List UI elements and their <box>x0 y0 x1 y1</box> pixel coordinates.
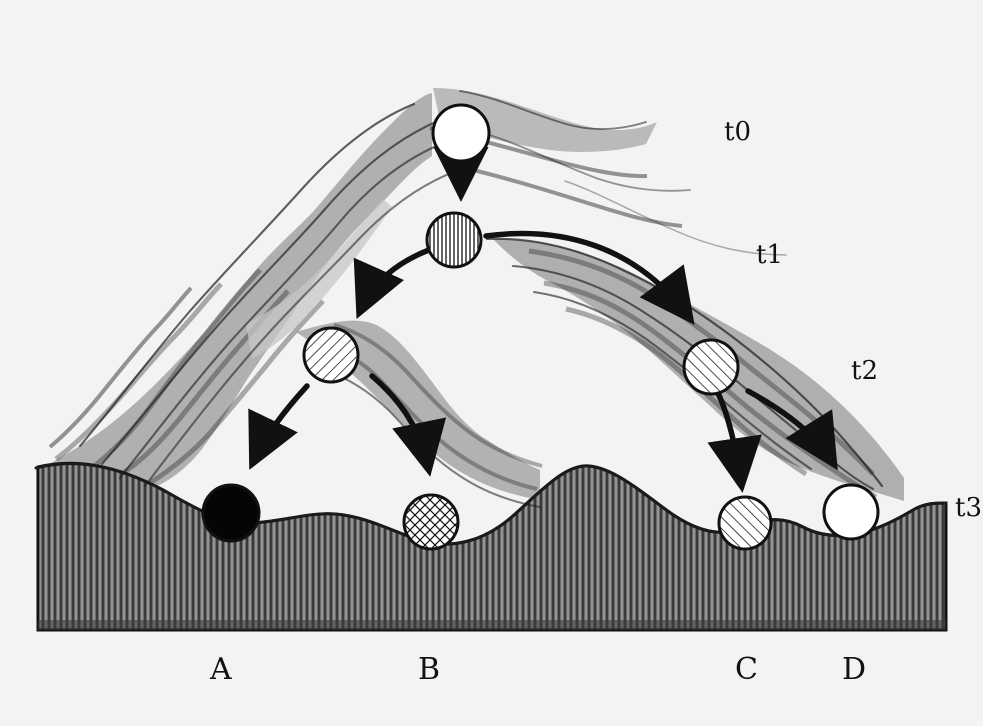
state-node-a <box>203 485 259 541</box>
basin-label-b: B <box>418 652 440 687</box>
state-node-b <box>404 495 458 549</box>
time-label-t0: t0 <box>724 117 751 147</box>
time-label-t2: t2 <box>851 356 878 386</box>
state-node-t2-left <box>304 328 358 382</box>
basin-label-a: A <box>209 652 232 687</box>
state-node-t1 <box>427 213 481 267</box>
state-node-c <box>719 497 771 549</box>
state-node-t2-right <box>684 340 738 394</box>
time-label-t1: t1 <box>756 240 783 270</box>
state-node-d <box>824 485 878 539</box>
time-label-t3: t3 <box>955 493 982 523</box>
basin-label-c: C <box>735 652 758 687</box>
state-node-t0 <box>433 105 489 161</box>
basin-label-d: D <box>842 652 866 687</box>
